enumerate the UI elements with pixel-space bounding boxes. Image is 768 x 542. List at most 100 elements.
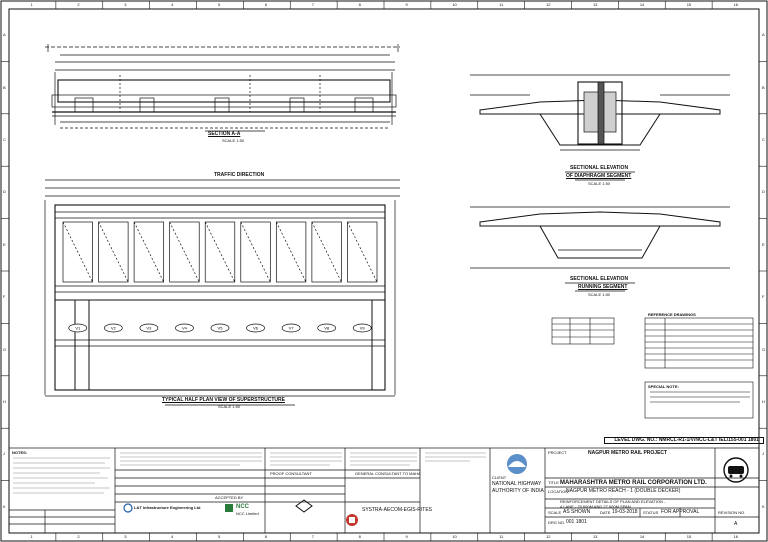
plan-bay [240, 221, 271, 283]
grid-row-label: H [3, 399, 6, 404]
plan-bay [169, 221, 200, 283]
grid-row-label: A [3, 32, 6, 38]
plan-bay [311, 221, 342, 283]
ska-logo-icon [295, 499, 313, 513]
diaphragm-scale: SCALE 1:50 [588, 181, 611, 186]
grid-col-label: 9 [405, 534, 408, 539]
plan-bay [62, 221, 93, 283]
title-text-2: 4 LANE - 25.600M AND 27.600M SPAN [560, 504, 631, 509]
grid-col-label: 16 [733, 534, 739, 539]
section-aa-scale: SCALE 1:50 [222, 138, 245, 143]
grid-row-label: C [3, 137, 6, 142]
plan-bay-diagonal [62, 221, 93, 283]
date-label: DATE [600, 510, 611, 515]
grid-col-label: 10 [452, 534, 457, 539]
half-plan-title: TYPICAL HALF PLAN VIEW OF SUPERSTRUCTURE [162, 397, 285, 403]
grid-col-label: 4 [171, 534, 174, 539]
grid-col-label: 10 [452, 2, 457, 7]
section-aa-drawing [45, 44, 400, 132]
plan-bay-diagonal [204, 221, 236, 283]
grid-row-label: C [762, 137, 765, 142]
design-consultant-label: PROOF CONSULTANT [270, 471, 312, 476]
scale-value: AS SHOWN [563, 509, 591, 515]
plan-bay [98, 221, 129, 283]
general-consultant-label: GENERAL CONSULTANT TO MAHA [355, 471, 421, 476]
title-text-1: REINFORCEMENT DETAILS OF PLAN AND ELEVAT… [560, 499, 666, 504]
grid-row-label: B [3, 84, 6, 90]
grid-row-label: B [762, 84, 765, 90]
grid-row-label: K [762, 503, 765, 509]
client-name-1: NATIONAL HIGHWAY [492, 481, 542, 487]
corporation-name: MAHARASHTRA METRO RAIL CORPORATION LTD. [560, 480, 707, 486]
plan-bay-diagonal [169, 221, 200, 283]
level-drawing-number: LEVEL DWG. NO.: NMRCL-R1-1/V/NCC-L&T IEL… [604, 437, 764, 444]
half-plan-drawing [44, 179, 400, 406]
notes-label: NOTES: [12, 450, 28, 455]
segment-marker-label: V8 [324, 326, 330, 331]
half-plan-scale: SCALE 1:50 [218, 404, 241, 409]
grid-col-label: 13 [592, 534, 598, 539]
grid-col-label: 13 [592, 2, 598, 7]
status-label: STATUS [643, 510, 659, 515]
grid-col-label: 4 [171, 2, 174, 7]
grid-col-label: 16 [733, 2, 739, 7]
plan-bay-diagonal [311, 221, 342, 283]
drawing-number-label: DRG NO. [548, 520, 566, 525]
grid-row-label: E [762, 241, 765, 247]
grid-col-label: 1 [30, 2, 33, 7]
grid-col-label: 11 [499, 2, 504, 7]
grid-col-label: 15 [686, 534, 692, 539]
nhai-logo-icon [507, 454, 527, 474]
grid-col-label: 2 [77, 2, 80, 7]
plan-bay [133, 221, 165, 283]
grid-col-label: 1 [30, 534, 33, 539]
segment-marker-label: V4 [182, 326, 188, 331]
plan-bay-diagonal [133, 221, 164, 283]
running-scale: SCALE 1:50 [588, 292, 611, 297]
section-aa-title: SECTION A-A [208, 131, 241, 137]
running-title-2: RUNNING SEGMENT [578, 284, 628, 290]
grid-col-label: 7 [311, 534, 314, 539]
segment-marker-label: V7 [289, 326, 295, 331]
traffic-direction-label: TRAFFIC DIRECTION [214, 172, 265, 178]
plan-bay [347, 221, 378, 283]
systra-name: SYSTRA-AECOM-EGIS-RITES [362, 507, 433, 513]
grid-col-label: 6 [264, 534, 268, 539]
special-note-title: SPECIAL NOTE: [648, 384, 679, 389]
title-block-frame [8, 447, 760, 534]
location-text: NAGPUR METRO REACH - 1 (DOUBLE DECKER) [566, 488, 681, 494]
running-title-1: SECTIONAL ELEVATION [570, 276, 629, 282]
segment-marker-label: V3 [146, 326, 152, 331]
grid-row-label: G [3, 346, 7, 352]
location-label: LOCATION [548, 489, 569, 494]
segment-marker-label: V6 [253, 326, 259, 331]
ncc-subname: NCC Limited [236, 511, 259, 516]
diaphragm-title-1: SECTIONAL ELEVATION [570, 165, 629, 171]
grid-row-label: D [762, 189, 765, 195]
title-block-text-lines [13, 452, 486, 494]
running-elevation-drawing [470, 206, 730, 292]
reference-drawings-title: REFERENCE DRAWINGS [648, 312, 696, 317]
segment-marker [210, 323, 230, 333]
grid-row-label: J [3, 451, 5, 457]
revision-value: A [734, 521, 738, 527]
status-value: FOR APPROVAL [661, 509, 700, 515]
grid-row-label: A [762, 32, 765, 38]
segment-marker [175, 323, 194, 333]
reference-tables [551, 317, 754, 419]
revision-label: REVISION NO. [718, 510, 746, 515]
contractor-name: L&T Infrastructure Engineering Ltd [134, 505, 201, 510]
grid-col-label: 11 [499, 534, 504, 539]
grid-row-label: D [3, 189, 6, 195]
project-name: NAGPUR METRO RAIL PROJECT [588, 450, 668, 456]
title-label: TITLE [548, 480, 559, 485]
grid-row-label: J [762, 451, 764, 457]
drawing-number-value: 001 1801 [566, 519, 587, 525]
segment-marker-label: V9 [360, 326, 366, 331]
grid-row-label: E [3, 241, 6, 247]
segment-marker-label: V2 [111, 326, 117, 331]
scale-label: SCALE [548, 510, 562, 515]
